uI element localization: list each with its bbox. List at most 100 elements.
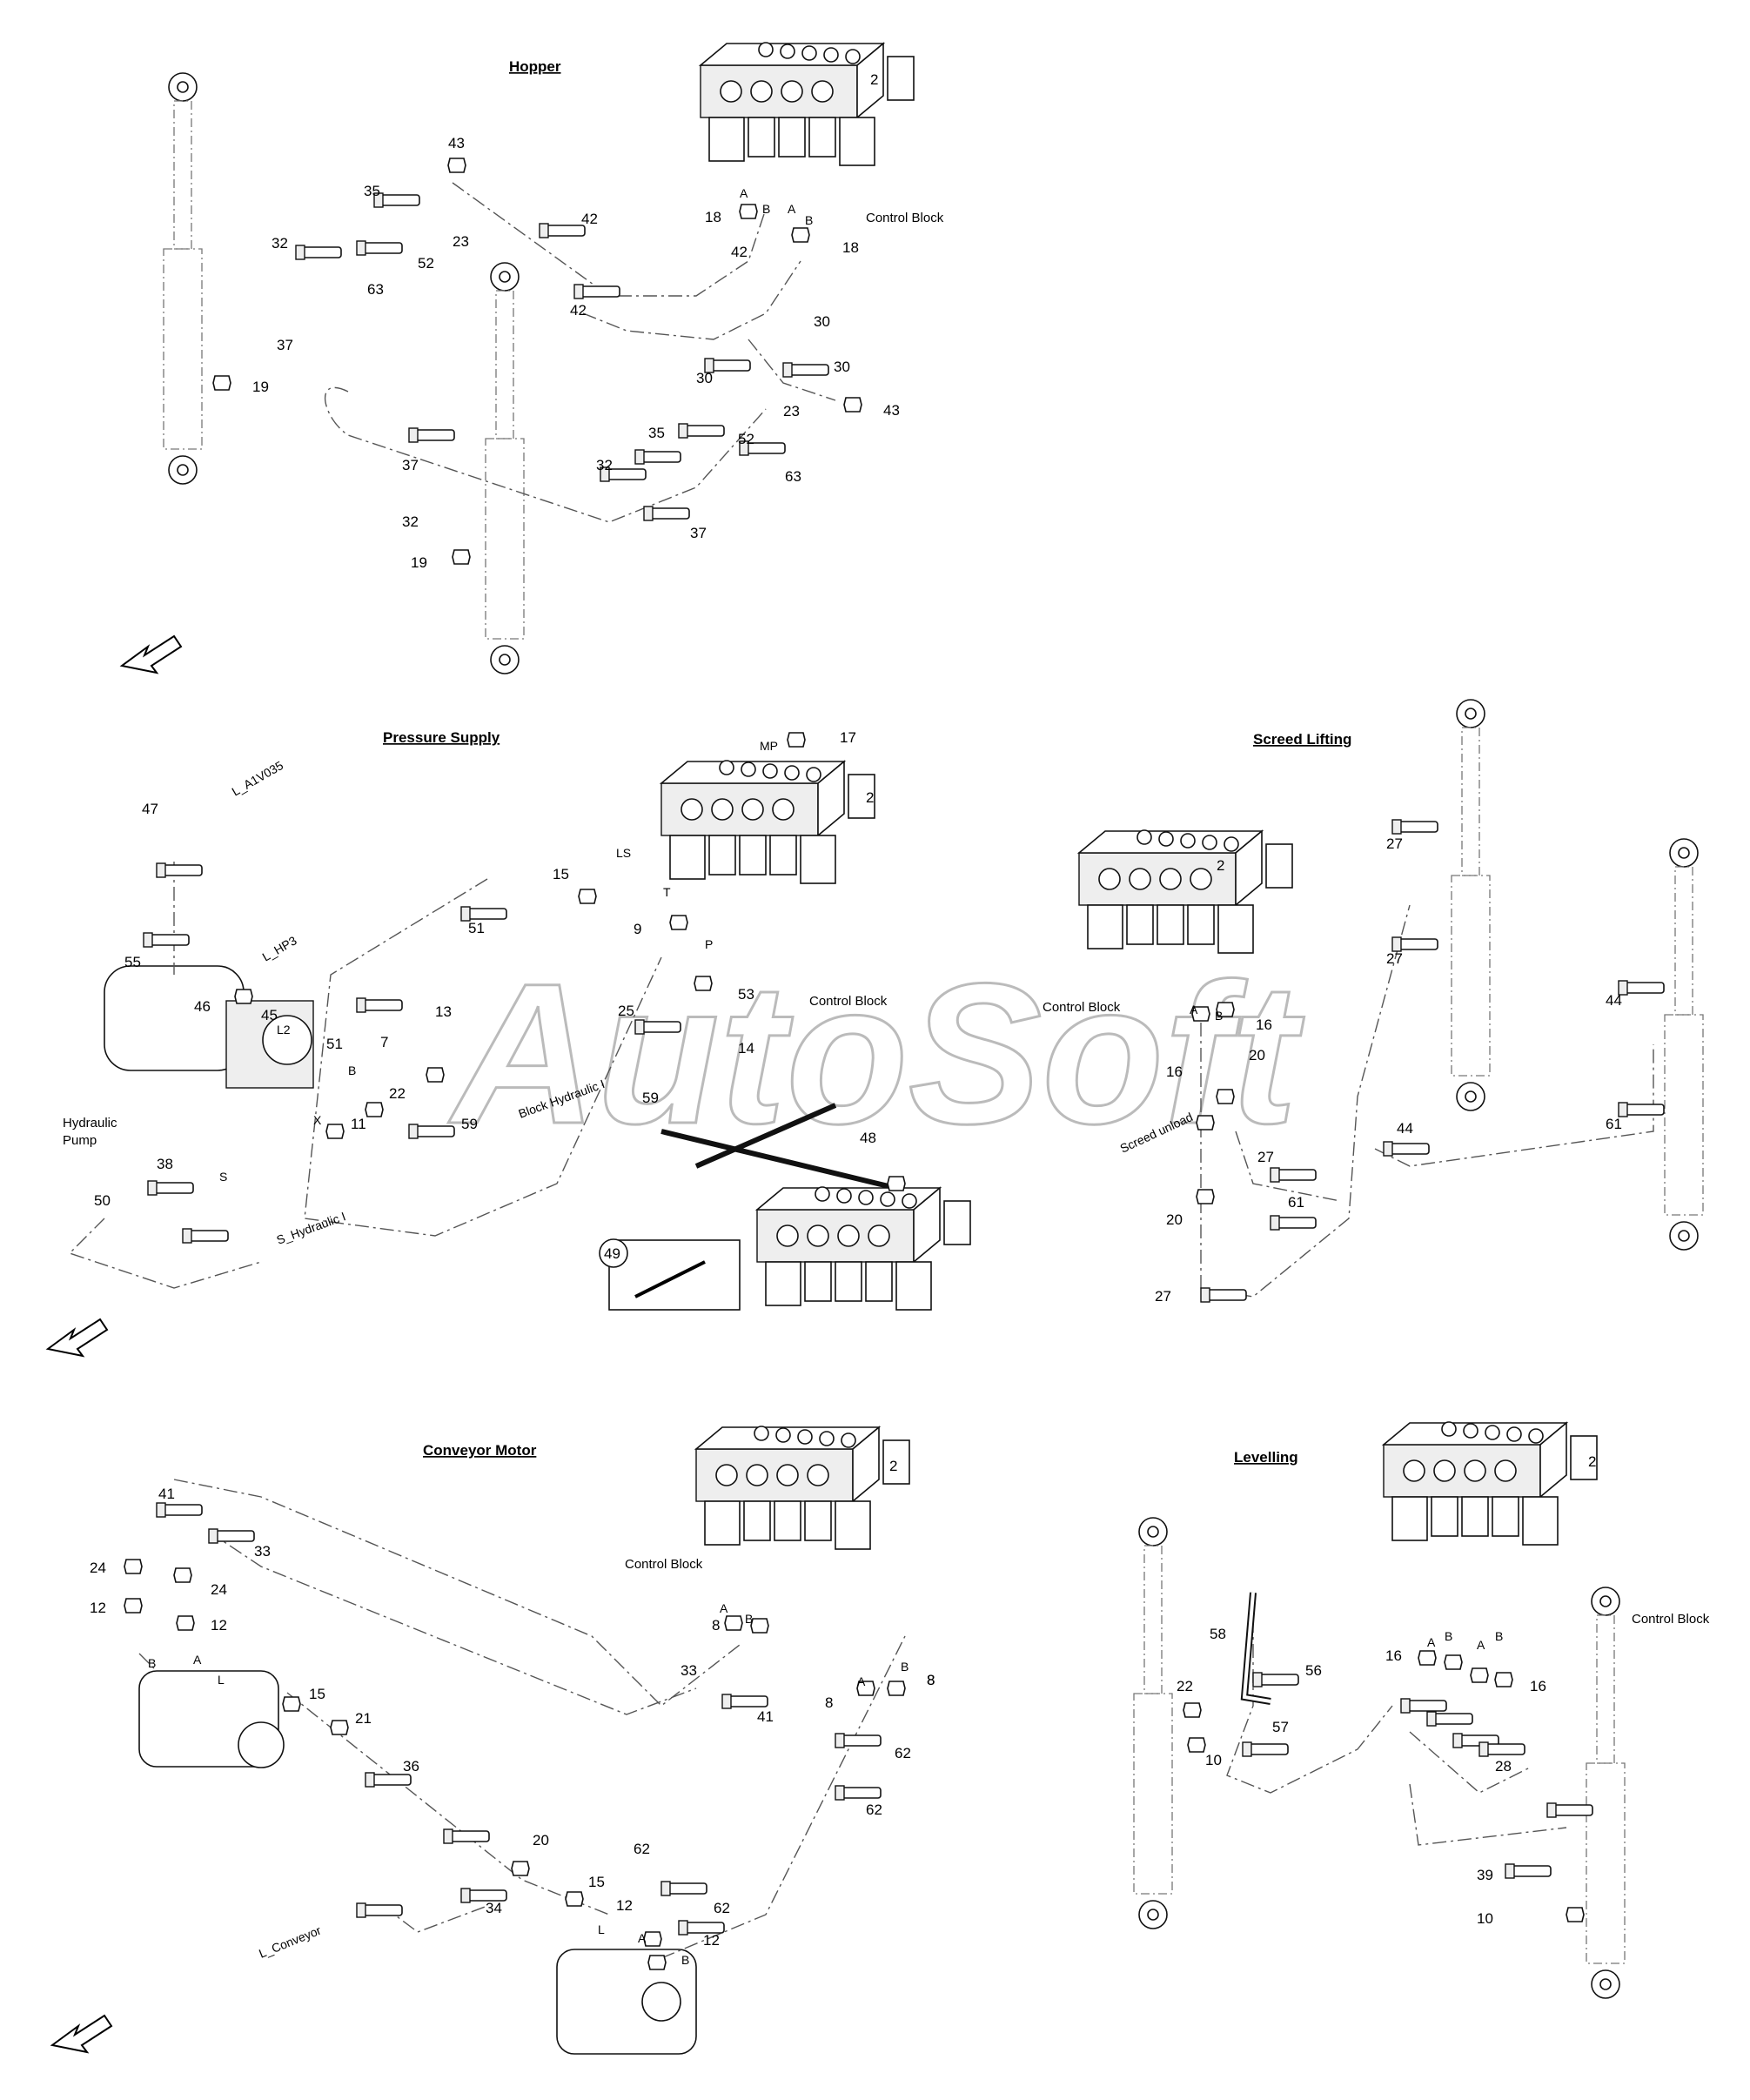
part-number: 27 [1257, 1149, 1274, 1165]
direction-arrow-icon [47, 1318, 108, 1357]
port-label: A [720, 1601, 728, 1615]
hose-line [748, 339, 836, 401]
pressure-supply-title: Pressure Supply [383, 729, 500, 746]
part-number: 12 [703, 1932, 720, 1949]
screed-cylinder-right [1664, 838, 1704, 1251]
part-number: 7 [380, 1034, 388, 1050]
nut [694, 976, 713, 991]
fitting [356, 997, 403, 1013]
nut [1418, 1650, 1437, 1666]
port-label: A [857, 1674, 866, 1688]
screed-lifting-title: Screed Lifting [1253, 731, 1351, 748]
control-block-valve [660, 760, 875, 884]
control-block-valve [1078, 829, 1293, 954]
part-number: 23 [783, 403, 800, 419]
control-block-label: Control Block [625, 1557, 703, 1572]
part-number: 49 [604, 1245, 620, 1262]
part-number: 10 [1205, 1752, 1222, 1768]
pressure-supply-section: Pressure Supply Control Block Hydraulic … [47, 729, 971, 1357]
part-number: 8 [825, 1694, 833, 1711]
nut [739, 204, 758, 219]
hose-line [304, 878, 662, 1237]
port-label: B [348, 1063, 356, 1077]
port-label: A [788, 202, 796, 216]
part-number: 37 [690, 525, 707, 541]
control-block-valve [756, 1186, 971, 1311]
nut [212, 375, 231, 391]
fitting [156, 1502, 203, 1518]
part-number: 17 [840, 729, 856, 746]
port-label: A [740, 186, 748, 200]
part-number: 47 [142, 801, 158, 817]
part-number: 33 [681, 1662, 697, 1679]
hose-line [1200, 904, 1411, 1298]
control-block-label: Control Block [809, 994, 888, 1009]
fitting [1391, 936, 1438, 952]
part-number: 20 [533, 1832, 549, 1848]
watermark: AutoSoft [448, 942, 1304, 1165]
nut [1494, 1672, 1513, 1687]
part-number: 38 [157, 1156, 173, 1172]
pump-label: Pump [63, 1133, 97, 1148]
fitting [1270, 1167, 1317, 1183]
levelling-cylinder-left [1133, 1517, 1173, 1929]
nut [124, 1598, 143, 1614]
hydraulic-pump [104, 965, 314, 1089]
hose-line [582, 260, 801, 340]
part-number: 32 [596, 457, 613, 473]
part-number: 2 [870, 71, 878, 88]
part-number: 16 [1530, 1678, 1546, 1694]
part-number: 20 [1249, 1047, 1265, 1063]
part-number: 2 [889, 1458, 897, 1474]
levelling-cylinder-right [1586, 1587, 1626, 1999]
fitting [408, 427, 455, 443]
part-number: 51 [326, 1036, 343, 1052]
nut [365, 1102, 384, 1117]
part-number: 55 [124, 954, 141, 970]
fitting [634, 449, 681, 465]
levelling-section: Levelling Control Block 2 58 56 22 16 16 [1133, 1421, 1710, 1999]
control-block-valve [700, 42, 915, 166]
port-label: MP [760, 739, 778, 753]
line-label: L_A1V035 [230, 758, 286, 799]
fitting [678, 423, 725, 439]
hopper-title: Hopper [509, 58, 561, 75]
conveyor-motor [138, 1670, 285, 1768]
part-number: 16 [1256, 1016, 1272, 1033]
port-label: P [705, 937, 713, 951]
fitting [1270, 1215, 1317, 1231]
nut [173, 1567, 192, 1583]
hose-line [68, 1218, 262, 1289]
control-block-label: Control Block [1632, 1612, 1710, 1627]
fitting [443, 1828, 490, 1844]
part-number: 2 [866, 789, 874, 806]
part-number: 32 [402, 513, 419, 530]
port-label: L [218, 1673, 225, 1687]
part-number: 62 [714, 1900, 730, 1916]
nut [325, 1124, 345, 1139]
part-number: 12 [211, 1617, 227, 1634]
fitting [1546, 1802, 1593, 1818]
part-number: 56 [1305, 1662, 1322, 1679]
port-label: B [1495, 1629, 1503, 1643]
hopper-cylinder-left [163, 72, 203, 485]
port-label: A [638, 1931, 647, 1945]
fitting [365, 1772, 412, 1788]
port-label: L [598, 1922, 605, 1936]
part-number: 10 [1477, 1910, 1493, 1927]
fitting [1252, 1672, 1299, 1687]
part-number: 24 [90, 1560, 106, 1576]
nut [1566, 1907, 1585, 1922]
part-number: 15 [553, 866, 569, 882]
part-number: 45 [261, 1007, 278, 1023]
nut [887, 1681, 906, 1696]
part-number: 50 [94, 1192, 111, 1209]
nut [791, 227, 810, 243]
fitting [208, 1528, 255, 1544]
nut [578, 889, 597, 904]
part-number: 16 [1166, 1063, 1183, 1080]
port-label: B [805, 213, 813, 227]
part-number: 33 [254, 1543, 271, 1560]
nut [1444, 1654, 1463, 1670]
screed-cylinder-left [1451, 699, 1491, 1111]
